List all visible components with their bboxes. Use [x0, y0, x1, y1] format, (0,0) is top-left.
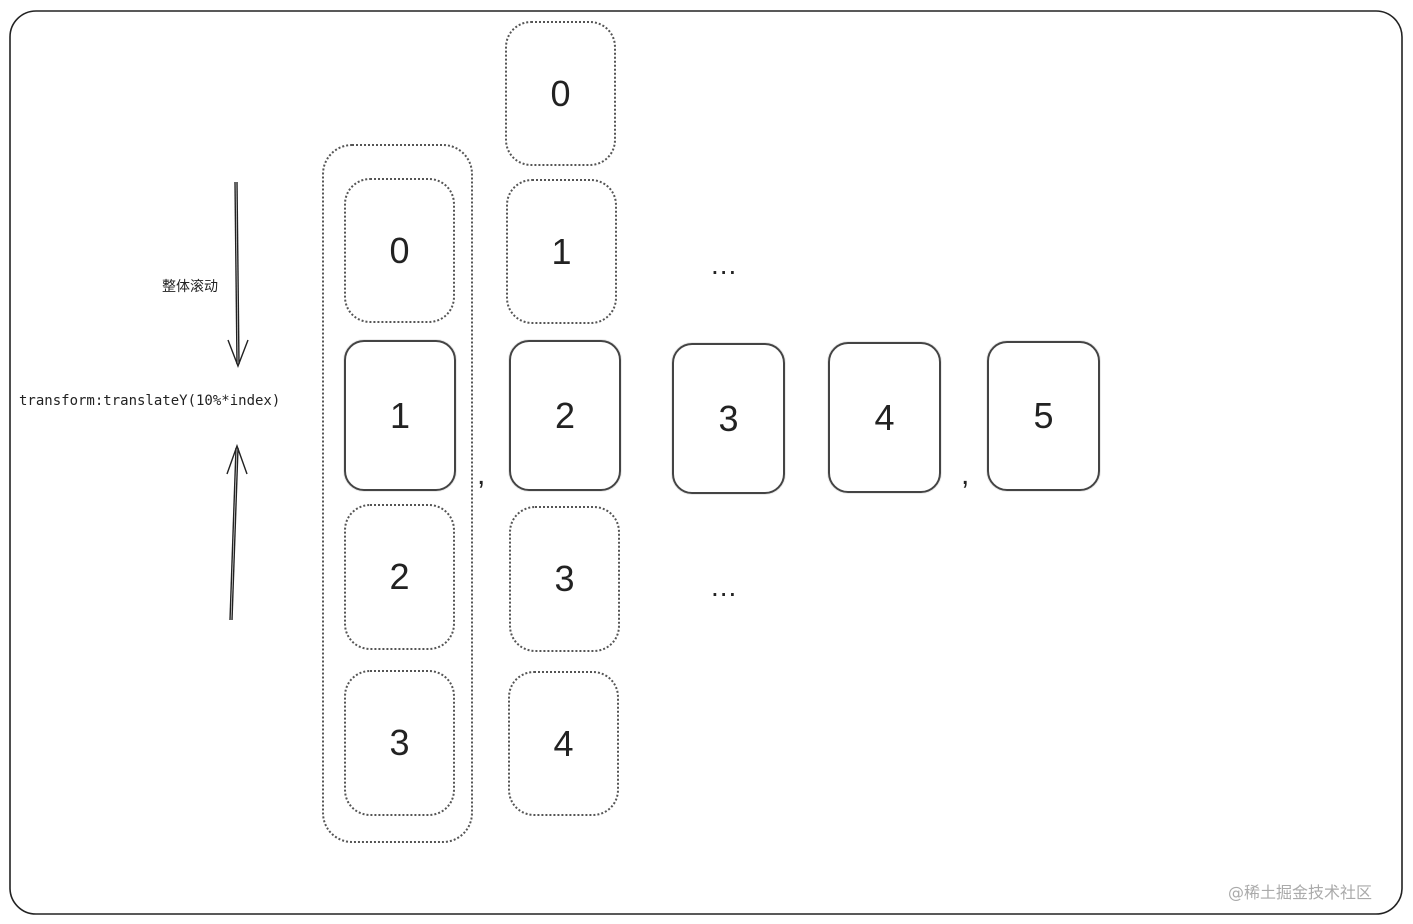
- column-1-container: [322, 144, 473, 843]
- row-cell-active: 5: [987, 341, 1100, 491]
- column-2-cell: 1: [506, 179, 617, 324]
- column-1-cell: 0: [344, 178, 455, 323]
- column-1-cell: 3: [344, 670, 455, 816]
- column-1-cell: 2: [344, 504, 455, 650]
- arrow-down: [227, 181, 249, 368]
- column-2-cell: 3: [509, 506, 620, 652]
- column-2-cell-active: 2: [509, 340, 621, 491]
- watermark: @稀土掘金技术社区: [1228, 883, 1373, 902]
- scroll-label: 整体滚动: [162, 279, 218, 295]
- row-cell-active: 4: [828, 342, 941, 493]
- row-cell-active: 3: [672, 343, 785, 494]
- comma-separator: ,: [477, 458, 486, 491]
- arrow-up: [226, 443, 248, 621]
- comma-separator: ,: [961, 458, 970, 491]
- column-2-cell: 0: [505, 21, 616, 166]
- ellipsis-bottom: ...: [711, 571, 738, 602]
- ellipsis-top: ...: [711, 249, 738, 280]
- column-1-cell-active: 1: [344, 340, 456, 491]
- transform-label: transform:translateY(10%*index): [19, 393, 281, 409]
- column-2-cell: 4: [508, 671, 619, 816]
- outer-frame: [9, 10, 1403, 915]
